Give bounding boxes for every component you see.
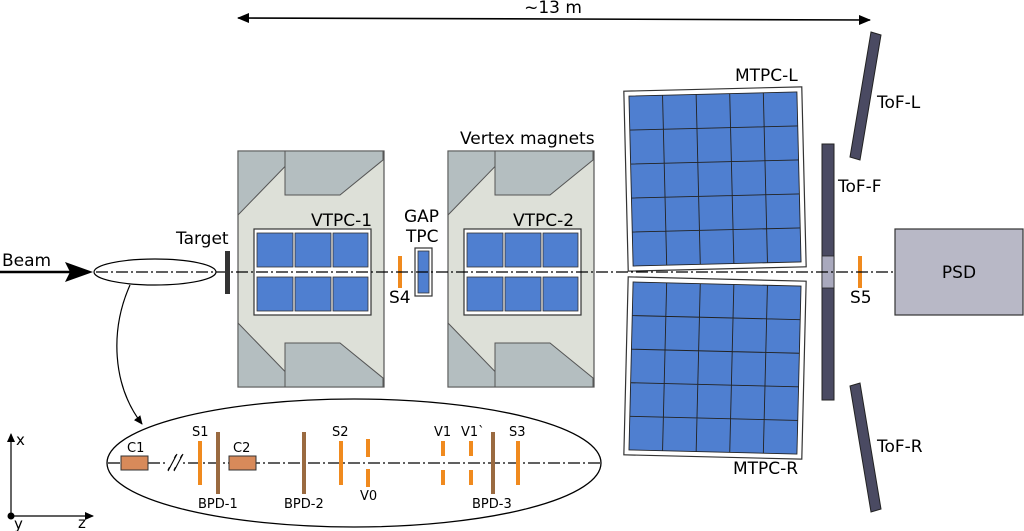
vertex-magnets-label: Vertex magnets xyxy=(460,129,595,149)
dimension-arrow xyxy=(237,13,871,25)
mtpc-l-chamber xyxy=(623,86,807,272)
vtpc-2-label: VTPC-2 xyxy=(513,211,574,231)
axis-y-label: y xyxy=(14,515,23,531)
tof-r-wall xyxy=(849,382,882,513)
gap-tpc-label-line2: TPC xyxy=(405,227,439,247)
mtpc-l-label: MTPC-L xyxy=(735,66,798,86)
c1-label: C1 xyxy=(127,441,144,456)
beam-label: Beam xyxy=(2,251,51,271)
s3-scintillator xyxy=(516,441,520,485)
target-label: Target xyxy=(175,229,229,249)
s2-label: S2 xyxy=(332,425,349,440)
bpd-1 xyxy=(216,432,220,494)
c1-collimator xyxy=(120,455,149,471)
target xyxy=(225,251,230,294)
bpd-2-label: BPD-2 xyxy=(284,497,324,512)
axis-z-label: z xyxy=(78,514,86,531)
mtpc-r-label: MTPC-R xyxy=(733,459,798,479)
v0-label: V0 xyxy=(360,489,377,504)
v1-prime-label: V1` xyxy=(461,425,485,440)
v1-label: V1 xyxy=(434,425,451,440)
s5-label: S5 xyxy=(850,288,872,308)
vtpc-1-label: VTPC-1 xyxy=(311,211,372,231)
s1-scintillator xyxy=(198,441,202,485)
s2-scintillator xyxy=(339,441,343,485)
v0-counter xyxy=(366,439,370,457)
bpd-1-label: BPD-1 xyxy=(198,497,238,512)
c2-label: C2 xyxy=(233,441,250,456)
s3-label: S3 xyxy=(509,425,526,440)
v1-counter xyxy=(441,441,445,456)
s1-label: S1 xyxy=(192,425,209,440)
psd-calorimeter xyxy=(894,228,1024,316)
s4-label: S4 xyxy=(389,288,411,308)
beam-arrow-head xyxy=(65,262,93,282)
c2-collimator xyxy=(228,455,257,471)
bpd-2 xyxy=(302,432,306,494)
beamline-inset xyxy=(106,398,602,528)
beamline-ellipse xyxy=(93,258,217,286)
coordinate-axes xyxy=(6,433,94,520)
psd-label: PSD xyxy=(942,263,976,283)
bpd-3 xyxy=(491,432,495,494)
tof-f-label: ToF-F xyxy=(837,177,882,197)
v1-prime-counter xyxy=(469,441,473,456)
tof-l-label: ToF-L xyxy=(876,93,921,113)
bpd-3-label: BPD-3 xyxy=(472,497,512,512)
zoom-connector xyxy=(116,284,143,425)
tof-r-label: ToF-R xyxy=(876,437,923,457)
gap-tpc-label-line1: GAP xyxy=(404,207,439,227)
tof-l-wall xyxy=(849,31,882,161)
dimension-label: ~13 m xyxy=(524,0,582,18)
mtpc-r-chamber xyxy=(623,276,807,460)
axis-x-label: x xyxy=(16,431,25,449)
